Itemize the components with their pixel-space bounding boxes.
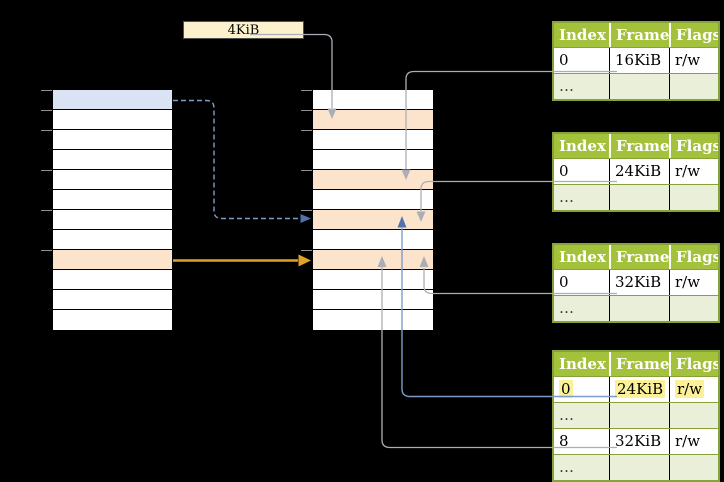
column-header-index: Index [559,355,606,373]
table-header-row: Index Frame Flags [554,245,718,269]
table-row: 0 32KiB r/w [554,269,718,295]
highlight: r/w [675,380,705,398]
column-header-index: Index [559,248,606,266]
virtual-page-row [53,190,172,210]
virtual-memory-table [52,89,173,331]
column-header-frame: Frame [609,245,669,269]
physical-address-ticks [301,90,312,251]
frame-size-label-text: 4KiB [227,23,260,38]
ellipsis-row: … [554,73,718,99]
table-row: 0 16KiB r/w [554,47,718,73]
ellipsis-row: … [554,454,718,480]
highlight: 24KiB [615,380,666,398]
ellipsis-cell: … [559,188,574,206]
flags-cell: r/w [669,377,718,402]
virtual-address-ticks [41,90,52,251]
frame-cell: 24KiB [609,159,669,184]
column-header-frame: Frame [609,352,669,376]
ellipsis-row: … [554,402,718,428]
frame-24kib-row [313,210,433,230]
virtual-page-row [53,130,172,150]
page-table-16kib: Index Frame Flags 0 16KiB r/w … [552,21,720,101]
frame-cell: 32KiB [609,270,669,295]
physical-frame-row [313,150,433,170]
page-table-32kib: Index Frame Flags 0 32KiB r/w … [552,243,720,323]
virtual-page8-mapping-arrow [173,254,311,267]
physical-frame-row [313,310,433,330]
flags-cell: r/w [669,48,718,73]
frame-32kib-row [313,250,433,270]
column-header-flags: Flags [669,23,718,47]
frame-cell: 16KiB [609,48,669,73]
table-header-row: Index Frame Flags [554,134,718,158]
ellipsis-cell: … [559,299,574,317]
column-header-frame: Frame [609,23,669,47]
physical-frame-row [313,290,433,310]
virtual-page-row [53,170,172,190]
frame-size-label: 4KiB [183,21,304,39]
virtual-page-row [53,110,172,130]
column-header-index: Index [559,26,606,44]
virtual-page0-mapping-arrow [173,99,311,223]
table-header-row: Index Frame Flags [554,23,718,47]
index-cell: 0 [559,273,569,291]
highlighted-table-row: 0 24KiB r/w [554,376,718,402]
frame-cell: 32KiB [609,429,669,454]
column-header-flags: Flags [669,245,718,269]
virtual-page-row [53,290,172,310]
table-row: 0 24KiB r/w [554,158,718,184]
virtual-page-0-row [53,90,172,110]
physical-frame-row [313,230,433,250]
ellipsis-cell: … [559,77,574,95]
column-header-index: Index [559,137,606,155]
column-header-flags: Flags [669,352,718,376]
virtual-page-row [53,150,172,170]
virtual-page-row [53,310,172,330]
virtual-page-row [53,230,172,250]
flags-cell: r/w [669,159,718,184]
frame-4kib-row [313,110,433,130]
physical-frame-row [313,130,433,150]
flags-cell: r/w [669,429,718,454]
column-header-flags: Flags [669,134,718,158]
ellipsis-cell: … [559,458,574,476]
physical-frame-row [313,90,433,110]
page-table-24kib: Index Frame Flags 0 24KiB r/w … [552,132,720,212]
ellipsis-row: … [554,295,718,321]
index-cell: 8 [559,432,569,450]
table-header-row: Index Frame Flags [554,352,718,376]
virtual-page-row [53,270,172,290]
physical-memory-table [312,89,434,331]
level-2-page-table: Index Frame Flags 0 24KiB r/w … 8 32KiB … [552,350,720,482]
ellipsis-row: … [554,184,718,210]
highlight: 0 [559,380,573,398]
physical-frame-row [313,190,433,210]
virtual-page-8-row [53,250,172,270]
index-cell: 0 [559,51,569,69]
column-header-frame: Frame [609,134,669,158]
frame-cell: 24KiB [609,377,669,402]
virtual-page-row [53,210,172,230]
table-row: 8 32KiB r/w [554,428,718,454]
flags-cell: r/w [669,270,718,295]
index-cell: 0 [559,162,569,180]
physical-frame-row [313,270,433,290]
ellipsis-cell: … [559,406,574,424]
index-cell: 0 [554,377,609,402]
frame-16kib-row [313,170,433,190]
